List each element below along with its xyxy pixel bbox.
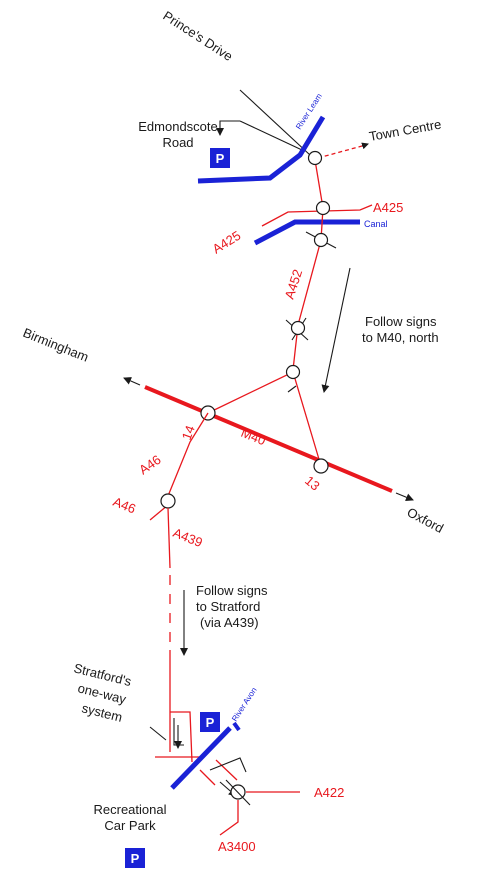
river-avon-tip [232, 721, 241, 732]
label-follow-stratford-line2: to Stratford [196, 599, 260, 614]
junction-a425 [315, 200, 331, 216]
label-recreational-line1: Recreational [94, 802, 167, 817]
a3400-road [219, 800, 239, 836]
junction-link [285, 364, 301, 380]
label-m40: M40 [239, 425, 268, 448]
label-a46-upper: A46 [136, 452, 164, 478]
label-birmingham: Birmingham [21, 325, 91, 365]
label-a439: A439 [171, 525, 205, 550]
junction-13 [313, 458, 329, 474]
label-junction-14: 14 [179, 423, 198, 442]
parking-sign-stratford: P [200, 712, 220, 732]
label-junction-13: 13 [302, 473, 323, 494]
label-recreational-line2: Car Park [104, 818, 156, 833]
label-river-avon: River Avon [230, 686, 259, 723]
edmondscote-pointer [216, 120, 240, 136]
label-a3400: A3400 [218, 839, 256, 854]
a46-road [167, 412, 209, 497]
parking-sign-edmondscote: P [210, 148, 230, 168]
junction-canal [313, 232, 329, 248]
label-edmondscote-line1: Edmondscote [138, 119, 218, 134]
parking-sign-bg [200, 712, 220, 732]
river-avon [170, 726, 232, 790]
label-edmondscote-line2: Road [162, 135, 193, 150]
parking-sign-letter: P [216, 151, 225, 166]
birmingham-arrow [123, 377, 141, 386]
a439-road [167, 507, 171, 569]
label-follow-stratford-line3: (via A439) [200, 615, 259, 630]
label-follow-m40-line2: to M40, north [362, 330, 439, 345]
m40-motorway [144, 385, 393, 493]
junction-town-centre [307, 150, 323, 166]
junction-a452-mid [290, 320, 306, 336]
a452-road [292, 159, 324, 371]
label-a425-east: A425 [373, 200, 403, 215]
label-follow-stratford-line1: Follow signs [196, 583, 268, 598]
label-a425-west: A425 [210, 228, 244, 257]
label-follow-m40-line1: Follow signs [365, 314, 437, 329]
oxford-arrow [395, 492, 414, 502]
label-princes-drive: Prince's Drive [160, 8, 235, 64]
canal [253, 219, 360, 246]
edmondscote-road [239, 120, 303, 151]
label-oxford: Oxford [405, 504, 446, 536]
parking-sign-recreational: P [125, 848, 145, 868]
label-a452: A452 [282, 267, 306, 301]
town-centre-road [317, 145, 363, 159]
one-way-pointer [149, 726, 167, 741]
town-centre-arrow [361, 142, 369, 150]
river-leam [197, 115, 326, 184]
label-a422: A422 [314, 785, 344, 800]
princes-drive-road [239, 89, 311, 156]
label-town-centre: Town Centre [368, 117, 442, 144]
bridge-roads [199, 759, 238, 786]
bridge-outline [209, 757, 247, 773]
follow-m40-arrow [321, 267, 351, 393]
junction-a422-tick [225, 779, 251, 806]
junction-a46 [160, 493, 176, 509]
label-canal: Canal [364, 219, 388, 229]
parking-sign-letter: P [131, 851, 140, 866]
junction-tick [287, 385, 297, 393]
label-a46-lower: A46 [111, 494, 138, 517]
one-way-bracket [173, 718, 184, 746]
parking-sign-bg [210, 148, 230, 168]
parking-sign-bg [125, 848, 145, 868]
one-way-system-roads [155, 650, 200, 763]
parking-sign-letter: P [206, 715, 215, 730]
